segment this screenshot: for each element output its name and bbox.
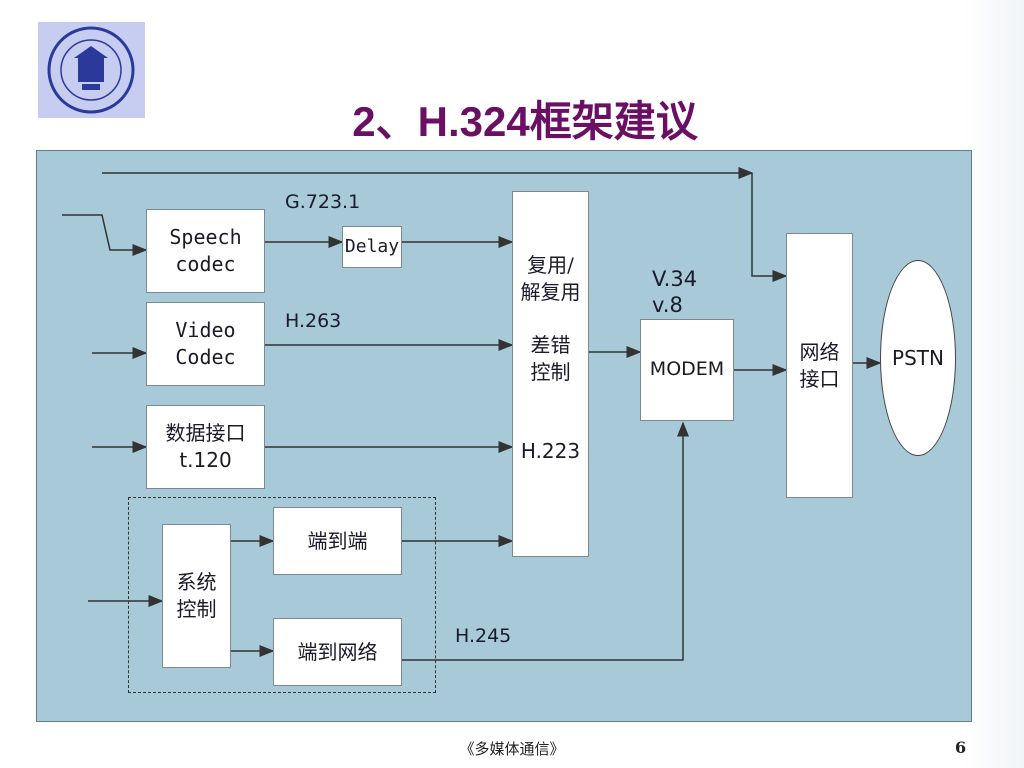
footer-course: 《多媒体通信》 bbox=[459, 740, 565, 758]
h223-label: H.223 bbox=[520, 439, 581, 463]
data-interface-box: 数据接口 t.120 bbox=[146, 405, 265, 489]
speech-codec-box: Speech codec bbox=[146, 209, 265, 293]
mux-demux-box: 复用/ 解复用 差错 控制 H.223 bbox=[512, 191, 589, 557]
t120-label: t.120 bbox=[179, 448, 232, 472]
page-number: 6 bbox=[955, 738, 967, 757]
delay-box: Delay bbox=[342, 226, 402, 268]
university-logo bbox=[38, 22, 145, 118]
error-control-label: 差错 控制 bbox=[530, 333, 571, 384]
network-interface-box: 网络 接口 bbox=[786, 233, 853, 498]
system-control-box: 系统 控制 bbox=[162, 524, 231, 668]
mux-label: 复用/ 解复用 bbox=[520, 253, 581, 304]
v34-label: V.34 v.8 bbox=[652, 267, 698, 318]
video-codec-box: Video Codec bbox=[146, 302, 265, 386]
pstn-ellipse: PSTN bbox=[880, 260, 956, 456]
background-decoration bbox=[964, 0, 1024, 768]
system-control-group bbox=[128, 497, 436, 693]
g7231-label: G.723.1 bbox=[285, 191, 361, 213]
h263-label: H.263 bbox=[285, 310, 342, 332]
end-to-end-box: 端到端 bbox=[273, 507, 402, 575]
h245-label: H.245 bbox=[455, 625, 512, 647]
end-to-network-box: 端到网络 bbox=[273, 618, 402, 686]
slide-title: 2、H.324框架建议 bbox=[352, 98, 698, 145]
seal-icon bbox=[47, 26, 135, 114]
modem-box: MODEM bbox=[640, 319, 734, 421]
data-interface-label: 数据接口 bbox=[165, 421, 246, 445]
